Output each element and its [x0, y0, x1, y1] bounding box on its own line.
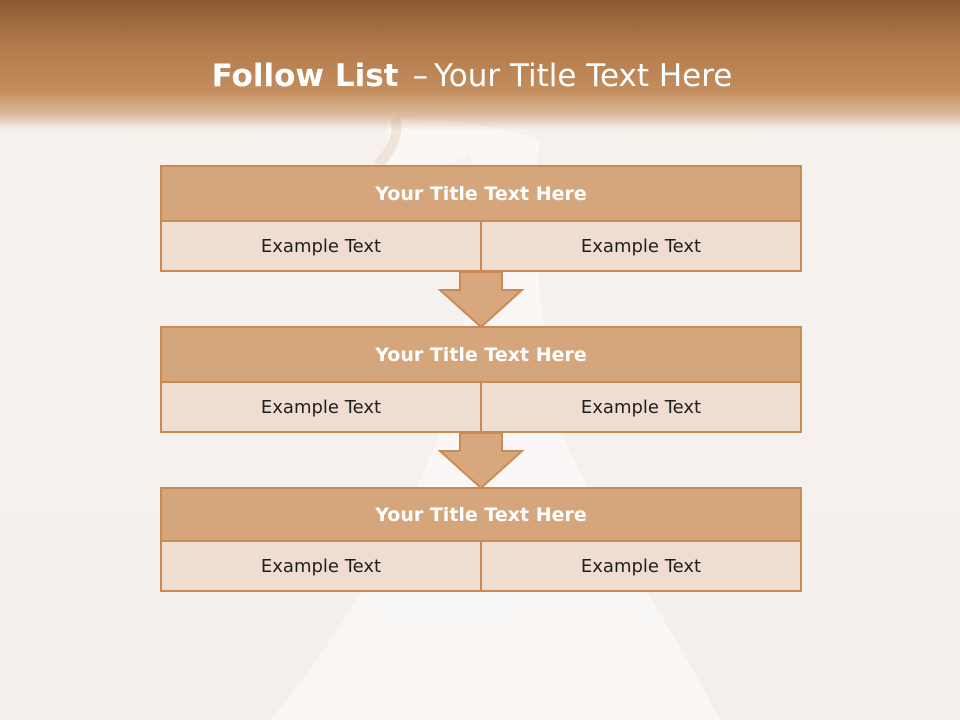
flow-block-cell-left: Example Text: [162, 383, 480, 431]
down-arrow-icon: [438, 272, 524, 328]
slide-title-bold: Follow List: [211, 58, 399, 94]
down-arrow-icon: [438, 433, 524, 489]
flow-block-row: Example Text Example Text: [160, 222, 802, 272]
slide-title: Follow List–Your Title Text Here: [0, 52, 944, 100]
flow-block-cell-right: Example Text: [480, 383, 800, 431]
flow-block-cell-left: Example Text: [162, 222, 480, 270]
slide-title-separator: –: [412, 58, 428, 94]
flow-block-cell-right: Example Text: [480, 222, 800, 270]
slide-title-rest: Your Title Text Here: [433, 58, 733, 94]
flow-block-title: Your Title Text Here: [160, 487, 802, 542]
flow-block-1: Your Title Text Here Example Text Exampl…: [160, 165, 802, 272]
flow-block-2: Your Title Text Here Example Text Exampl…: [160, 326, 802, 433]
flow-block-row: Example Text Example Text: [160, 542, 802, 592]
flow-block-row: Example Text Example Text: [160, 383, 802, 433]
flow-block-cell-left: Example Text: [162, 542, 480, 590]
flow-block-cell-right: Example Text: [480, 542, 800, 590]
flow-block-3: Your Title Text Here Example Text Exampl…: [160, 487, 802, 592]
header-band: [0, 0, 960, 130]
flow-block-title: Your Title Text Here: [160, 326, 802, 383]
flow-block-title: Your Title Text Here: [160, 165, 802, 222]
